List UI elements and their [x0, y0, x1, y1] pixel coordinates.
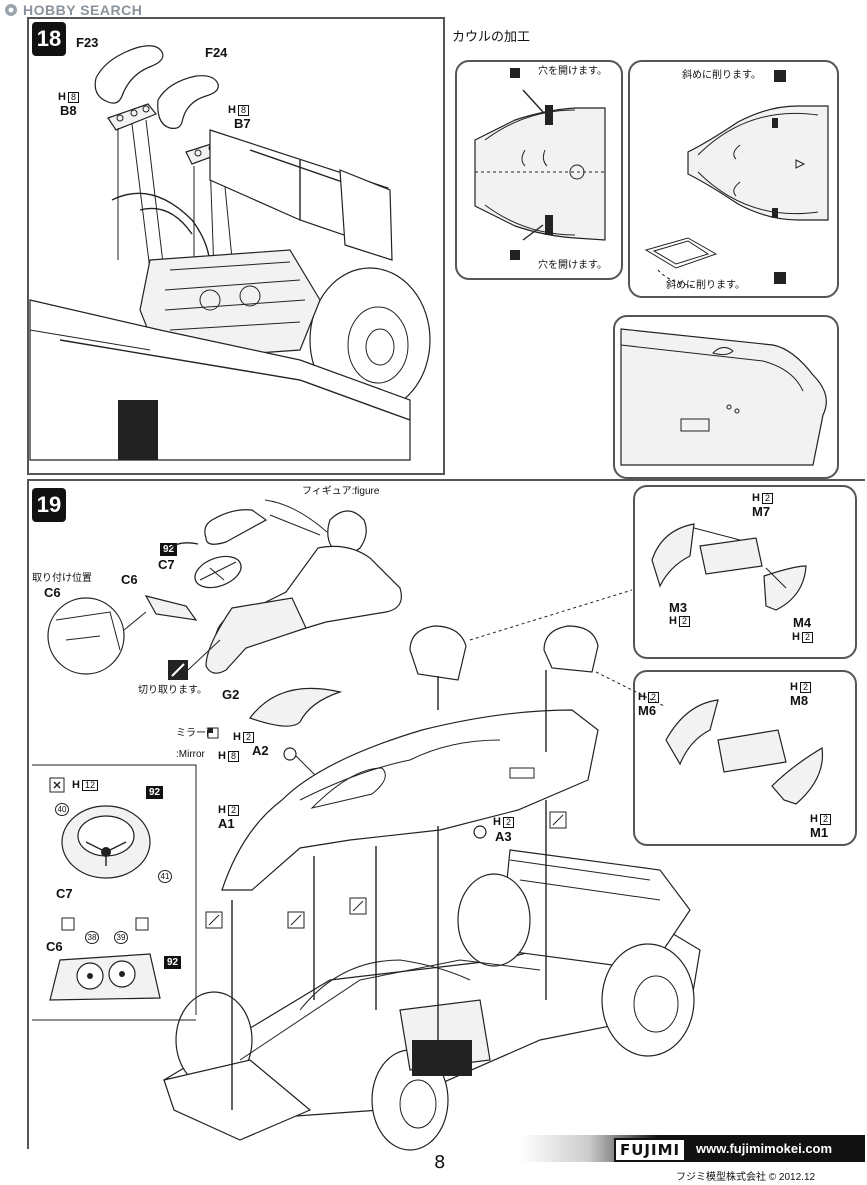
part-f23-label: F23 — [76, 35, 99, 50]
step-18-engine-illustration — [29, 45, 431, 461]
mount-part-c6: C6 — [44, 585, 61, 600]
cowl-cut-illustration — [644, 70, 829, 287]
page-number: 8 — [434, 1152, 446, 1173]
part-m3-label: M3 — [669, 600, 688, 615]
logo-text: HOBBY SEARCH — [23, 2, 143, 18]
drill-top-note: 穴を開けます。 — [538, 66, 607, 77]
part-a2-label: A2 — [252, 743, 269, 758]
cut-off-note: 切り取ります。 — [138, 685, 207, 696]
part-m1-label: M1 — [810, 825, 829, 840]
footer-bar — [520, 1135, 865, 1162]
cut-bottom-note: 斜めに削ります。 — [666, 280, 745, 291]
mirror-jp-label: ミラー面 — [176, 728, 216, 739]
decal-40-label: 40 — [55, 803, 69, 816]
copyright: フジミ模型株式会社 © 2012.12 — [676, 1172, 816, 1183]
step-18-number: 18 — [32, 22, 66, 56]
figure-label: フィギュア:figure — [302, 486, 380, 497]
fujimi-logo: FUJIMI — [614, 1138, 687, 1162]
dash-c6-label: C6 — [46, 939, 63, 954]
decal-38-label: 38 — [85, 931, 99, 944]
part-c7-label: C7 — [158, 557, 175, 572]
logo-mark-icon — [5, 4, 17, 16]
part-a1-label: A1 — [218, 816, 235, 831]
wheel-c7-label: C7 — [56, 886, 73, 901]
cowl-result-illustration — [620, 328, 827, 466]
hobby-search-logo: HOBBY SEARCH — [4, 2, 142, 18]
part-b8-label: B8 — [60, 103, 77, 118]
part-a3-label: A3 — [495, 829, 512, 844]
decal-39-label: 39 — [114, 931, 128, 944]
cowl-drill-illustration — [474, 68, 606, 260]
part-m6-label: M6 — [638, 703, 657, 718]
mirror-en-label: :Mirror — [176, 749, 205, 760]
part-g2-label: G2 — [222, 687, 240, 702]
part-b7-label: B7 — [234, 116, 251, 131]
badge-92-dash: 92 — [164, 956, 182, 969]
decal-41-label: 41 — [158, 870, 172, 883]
part-m4-label: M4 — [793, 615, 812, 630]
part-m7-label: M7 — [752, 504, 771, 519]
mount-position-label: 取り付け位置 — [32, 573, 92, 584]
cowl-processing-title: カウルの加工 — [452, 29, 531, 44]
footer-url[interactable]: www.fujimimokei.com — [696, 1141, 833, 1156]
part-c6-label: C6 — [121, 572, 138, 587]
step-19-number: 19 — [32, 488, 66, 522]
part-m8-label: M8 — [790, 693, 809, 708]
part-f24-label: F24 — [205, 45, 228, 60]
badge-92-wheel: 92 — [146, 786, 164, 799]
front-wing-panel-1 — [633, 485, 857, 659]
cut-top-note: 斜めに削ります。 — [682, 70, 761, 81]
drill-bottom-note: 穴を開けます。 — [538, 260, 607, 271]
